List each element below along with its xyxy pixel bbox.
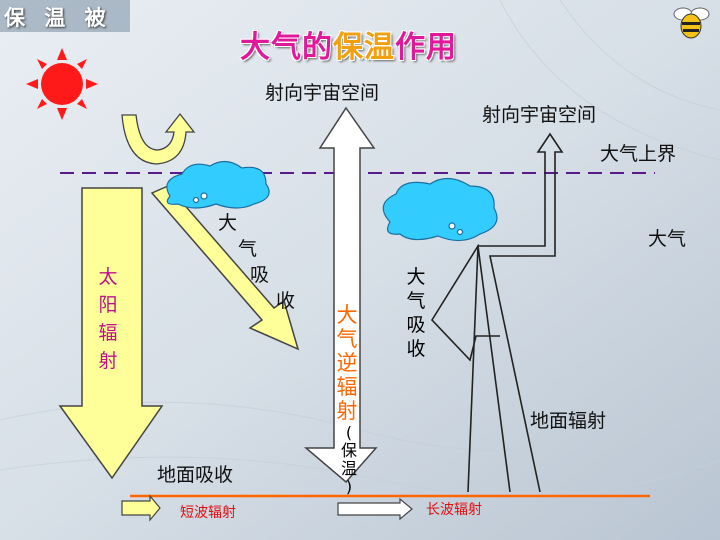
reflection-arrow <box>121 112 196 165</box>
counter-paren-char: ) <box>345 477 353 496</box>
bee-icon <box>673 7 710 39</box>
counter-radiation-char: 大 <box>336 303 358 327</box>
counter-paren-char: ( <box>345 423 353 442</box>
sun-icon <box>26 48 98 120</box>
upper-boundary-label: 大气上界 <box>600 143 677 165</box>
cloud-left-icon <box>166 160 270 209</box>
atm-absorb-right-char: 气 <box>406 290 426 312</box>
counter-radiation-paren-label: ( 保 温 ) <box>337 424 361 496</box>
atmosphere-absorb-right-path <box>430 243 511 493</box>
solar-radiation-arrow <box>58 187 164 480</box>
ground-radiation-label: 地面辐射 <box>530 410 607 432</box>
shortwave-legend-label: 短波辐射 <box>180 505 236 521</box>
ground-radiation-path <box>467 132 564 493</box>
solar-radiation-char: 阳 <box>98 294 118 316</box>
page-title: 大气的保温作用 <box>240 22 457 66</box>
cloud-right-icon <box>382 177 498 242</box>
longwave-legend-label: 长波辐射 <box>426 502 482 518</box>
title-part-3: 作用 <box>395 30 457 65</box>
solar-radiation-char: 太 <box>98 266 118 288</box>
counter-radiation-char: 射 <box>336 399 358 423</box>
counter-radiation-label: 大 气 逆 辐 射 <box>335 303 359 423</box>
atm-absorb-left-char-3: 吸 <box>250 264 270 286</box>
atm-absorb-left-char-4: 收 <box>276 290 296 312</box>
space-label-right: 射向宇宙空间 <box>482 104 597 126</box>
counter-paren-char: 温 <box>340 459 357 478</box>
atm-absorb-right-char: 大 <box>406 266 426 288</box>
title-part-1: 大气的 <box>240 30 333 65</box>
counter-radiation-char: 气 <box>336 327 358 351</box>
atm-absorb-right-char: 收 <box>406 338 426 360</box>
atm-absorb-left-char-2: 气 <box>238 238 258 260</box>
longwave-legend-arrow <box>337 497 413 521</box>
atm-absorb-right-label: 大 气 吸 收 <box>404 265 428 361</box>
space-label-center: 射向宇宙空间 <box>265 82 380 104</box>
solar-radiation-char: 射 <box>98 350 118 372</box>
counter-radiation-char: 逆 <box>336 351 358 375</box>
corner-banner <box>0 0 130 32</box>
atm-absorb-right-char: 吸 <box>406 314 426 336</box>
atm-absorb-left-char-1: 大 <box>218 212 238 234</box>
solar-radiation-label: 太 阳 辐 射 <box>96 263 120 375</box>
corner-title: 保 温 被 <box>4 6 112 30</box>
title-part-2: 保温 <box>333 30 395 65</box>
atmosphere-label: 大气 <box>648 228 687 250</box>
counter-radiation-arrow <box>303 106 378 484</box>
counter-paren-char: 保 <box>340 441 357 460</box>
counter-radiation-char: 辐 <box>336 375 358 399</box>
solar-radiation-char: 辐 <box>98 322 118 344</box>
ground-absorb-label: 地面吸收 <box>157 464 234 486</box>
shortwave-legend-arrow <box>121 494 161 522</box>
